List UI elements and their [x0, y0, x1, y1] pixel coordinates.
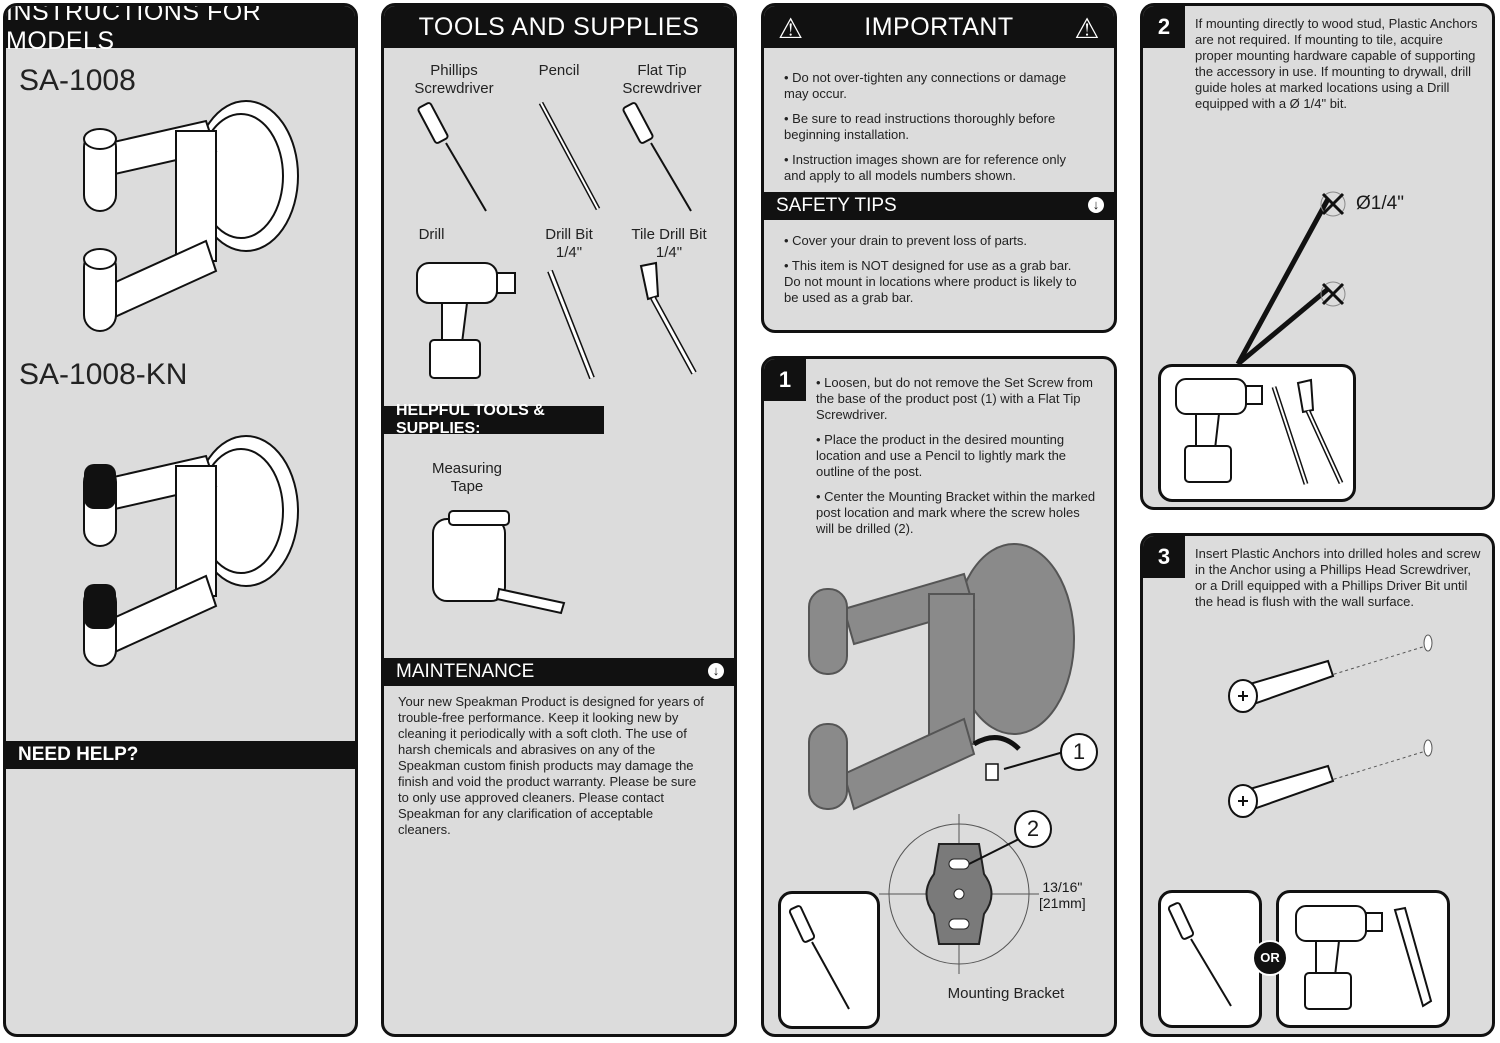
drill-icon: [416, 262, 516, 379]
maintenance-text: Your new Speakman Product is designed fo…: [398, 694, 704, 837]
flat-tip-screwdriver-icon: [622, 102, 692, 212]
hook-install-illustration: [808, 543, 1075, 811]
list-item: • Center the Mounting Bracket within the…: [816, 489, 1096, 536]
list-item: • Be sure to read instructions thoroughl…: [784, 111, 1056, 142]
warning-icon: ⚠: [1074, 13, 1100, 44]
models-header: INSTRUCTIONS FOR MODELS: [6, 6, 355, 55]
callout-2: 2: [1014, 810, 1052, 848]
list-item: • Do not over-tighten any connections or…: [784, 70, 1067, 101]
hole-size-label: Ø1/4": [1356, 193, 1404, 214]
list-item: • Loosen, but do not remove the Set Scre…: [816, 375, 1093, 422]
step-number: 1: [764, 359, 806, 401]
important-list: • Do not over-tighten any connections or…: [784, 70, 1084, 193]
need-help-header: NEED HELP?: [6, 741, 355, 769]
callout-1: 1: [1060, 733, 1098, 771]
list-item: • Cover your drain to prevent loss of pa…: [784, 233, 1027, 248]
flat-tip-screwdriver-icon: [788, 905, 850, 1010]
hook-illustration-knurled: [83, 435, 299, 667]
dimension-label: 13/16"[21mm]: [1039, 879, 1086, 911]
model-number-2: SA-1008-KN: [19, 358, 188, 391]
step-3-panel: 3 Insert Plastic Anchors into drilled ho…: [1140, 533, 1495, 1037]
measuring-tape-icon: [432, 510, 566, 615]
tile-drill-bit-icon: [1296, 378, 1344, 485]
drill-icon: [1175, 378, 1263, 483]
plastic-anchor-icon: [1228, 739, 1433, 818]
model-number-1: SA-1008: [19, 64, 136, 97]
phillips-screwdriver-icon: [1167, 902, 1232, 1007]
step-number: 3: [1143, 536, 1185, 578]
important-panel: ⚠ IMPORTANT ⚠ • Do not over-tighten any …: [761, 3, 1117, 333]
list-item: • Place the product in the desired mount…: [816, 432, 1067, 479]
step-2-panel: 2 If mounting directly to wood stud, Pla…: [1140, 3, 1495, 510]
drill-bit-icon: [547, 269, 595, 380]
tools-header: TOOLS AND SUPPLIES: [384, 6, 734, 48]
maintenance-header: MAINTENANCE ↓: [384, 658, 734, 686]
phillips-screwdriver-icon: [417, 102, 487, 212]
step-2-text: If mounting directly to wood stud, Plast…: [1195, 16, 1478, 111]
warning-icon: ⚠: [778, 13, 804, 44]
hook-illustration-standard: [83, 100, 299, 332]
drill-label: Drill: [418, 226, 445, 243]
list-item: • Instruction images shown are for refer…: [784, 152, 1067, 183]
safety-list: • Cover your drain to prevent loss of pa…: [784, 233, 1084, 315]
drill-bit-icon: [1271, 386, 1309, 485]
pencil-label: Pencil: [538, 62, 580, 79]
important-header: ⚠ IMPORTANT ⚠: [764, 6, 1114, 48]
plastic-anchor-icon: [1228, 634, 1433, 713]
arrow-down-icon: ↓: [1088, 197, 1104, 213]
drill-icon: [1295, 905, 1383, 1010]
pencil-icon: [538, 101, 601, 211]
step-3-text: Insert Plastic Anchors into drilled hole…: [1195, 546, 1481, 609]
step-number: 2: [1143, 6, 1185, 48]
mounting-bracket-label: Mounting Bracket: [947, 985, 1065, 1002]
list-item: • This item is NOT designed for use as a…: [784, 258, 1077, 305]
helpful-tools-header: HELPFUL TOOLS & SUPPLIES:: [384, 402, 604, 437]
mounting-bracket-illustration: [879, 814, 1039, 974]
tile-drill-bit-icon: [639, 261, 697, 375]
safety-tips-header: SAFETY TIPS ↓: [764, 192, 1114, 220]
step-1-list: • Loosen, but do not remove the Set Scre…: [816, 375, 1101, 546]
models-panel: INSTRUCTIONS FOR MODELS SA-1008 SA-1008-…: [3, 3, 358, 1037]
step-1-panel: 1 • Loosen, but do not remove the Set Sc…: [761, 356, 1117, 1037]
flat-tip-tool-inset: [778, 891, 880, 1029]
or-badge: OR: [1252, 940, 1288, 976]
drill-holes-illustration: [1235, 191, 1346, 366]
driver-bit-icon: [1393, 906, 1433, 1008]
arrow-down-icon: ↓: [708, 663, 724, 679]
